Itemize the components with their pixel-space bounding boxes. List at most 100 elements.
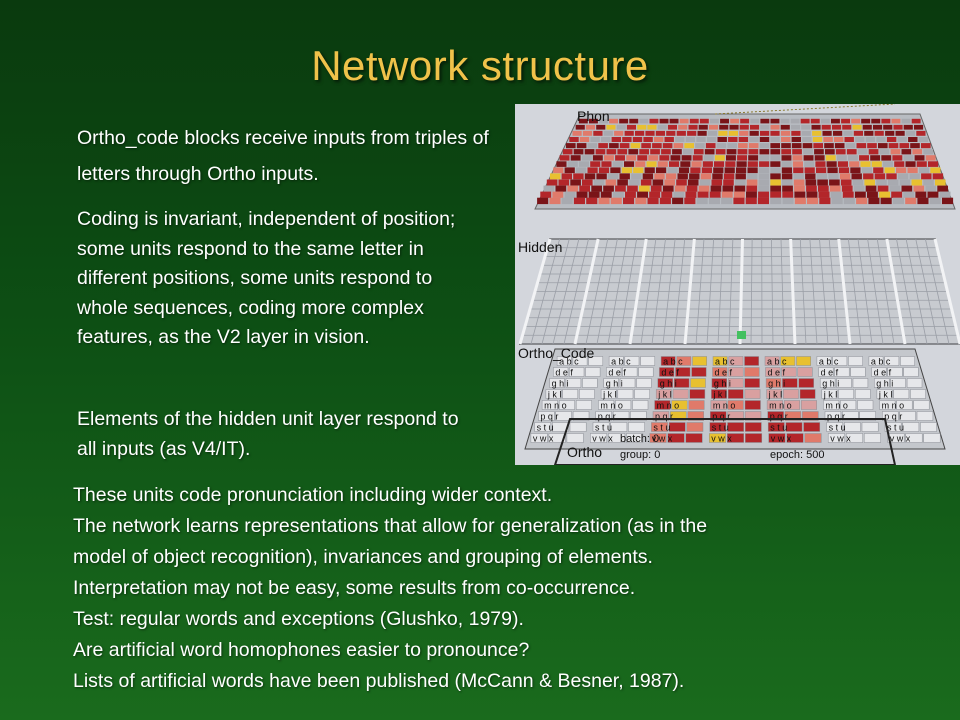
- ortho-code-unit: [899, 411, 916, 421]
- ortho-code-unit: [832, 356, 848, 366]
- phon-unit: [760, 124, 770, 130]
- phon-unit: [552, 191, 564, 198]
- phon-unit: [856, 197, 868, 205]
- hidden-grid-line: [847, 238, 862, 345]
- phon-unit: [914, 155, 925, 161]
- ortho-code-unit: [803, 422, 821, 432]
- hidden-grid-line: [924, 238, 950, 345]
- ortho-letter-label: g h i: [606, 379, 623, 389]
- ortho-code-unit: [827, 433, 845, 443]
- phon-unit: [596, 124, 606, 130]
- phon-unit: [882, 161, 893, 167]
- ortho-code-unit: [592, 422, 610, 432]
- phon-unit: [600, 191, 612, 198]
- ortho-code-unit: [654, 400, 671, 410]
- phon-unit: [595, 149, 606, 155]
- hidden-grid-line: [905, 238, 928, 345]
- phon-unit: [818, 185, 829, 192]
- ortho-code-unit: [562, 389, 579, 399]
- bottom-line: These units code pronunciation including…: [73, 484, 553, 506]
- phon-unit: [770, 179, 781, 186]
- phon-unit: [748, 155, 759, 161]
- phon-unit: [576, 167, 587, 174]
- ortho-code-unit: [712, 367, 728, 377]
- hidden-grid-line: [585, 238, 609, 345]
- ortho-letter-label: d e f: [821, 368, 839, 378]
- ortho-code-unit: [834, 367, 850, 377]
- phon-unit: [857, 149, 868, 155]
- ortho-code-unit: [556, 356, 572, 366]
- phon-unit: [643, 137, 653, 142]
- ortho-code-unit: [874, 378, 890, 388]
- phon-unit: [567, 185, 579, 192]
- phon-unit: [849, 161, 860, 167]
- phon-unit: [855, 137, 865, 142]
- phon-unit: [684, 197, 696, 205]
- ortho-code-unit: [569, 422, 587, 432]
- hidden-grid-line: [695, 238, 705, 345]
- ortho-code-unit: [572, 411, 590, 421]
- phon-unit: [911, 118, 921, 124]
- phon-unit: [770, 149, 781, 155]
- phon-unit: [873, 124, 883, 130]
- phon-unit: [689, 118, 699, 124]
- phon-unit: [820, 118, 830, 124]
- ortho-code-unit: [610, 422, 628, 432]
- paragraph-coding: Coding is invariant, independent of posi…: [77, 208, 456, 348]
- phon-unit: [899, 179, 911, 186]
- phon-unit: [802, 137, 812, 142]
- ortho-letter-label: a b c: [611, 357, 631, 367]
- ortho-code-unit: [797, 367, 813, 377]
- phon-unit: [851, 118, 861, 124]
- phon-unit: [567, 161, 578, 167]
- ortho-code-unit: [673, 378, 690, 388]
- ortho-code-unit: [857, 400, 874, 410]
- ortho-letter-label: d e f: [874, 368, 892, 378]
- hidden-grid-line: [738, 238, 744, 345]
- phon-unit: [911, 179, 923, 186]
- phon-unit: [553, 167, 564, 174]
- phon-unit: [576, 143, 587, 149]
- ortho-code-unit: [727, 422, 744, 432]
- phon-unit: [781, 167, 792, 174]
- phon-unit: [661, 149, 671, 155]
- ortho-code-unit: [836, 378, 852, 388]
- phon-unit: [746, 185, 758, 192]
- phon-unit: [867, 191, 878, 198]
- ortho-code-unit: [823, 400, 840, 410]
- ortho-code-unit: [861, 422, 879, 432]
- phon-unit: [610, 197, 622, 205]
- phon-unit: [863, 173, 874, 180]
- phon-unit: [599, 118, 608, 124]
- phon-unit: [733, 197, 745, 205]
- ortho-code-unit: [541, 400, 558, 410]
- phon-unit: [865, 185, 877, 192]
- phon-unit: [897, 137, 907, 142]
- phon-unit: [570, 155, 581, 161]
- phon-unit: [853, 185, 865, 192]
- ortho-code-unit: [821, 389, 838, 399]
- phon-unit: [750, 118, 760, 124]
- phon-unit: [662, 143, 673, 149]
- phon-unit: [569, 137, 579, 142]
- phon-unit: [540, 191, 552, 198]
- ortho-code-unit: [727, 433, 745, 443]
- phon-unit: [629, 179, 640, 186]
- epoch-label: epoch: 500: [770, 449, 824, 461]
- phon-unit: [861, 167, 872, 174]
- phon-unit: [750, 124, 760, 130]
- phon-unit: [610, 167, 621, 174]
- phon-unit: [661, 191, 673, 198]
- phon-unit: [564, 167, 575, 174]
- phon-unit: [770, 155, 781, 161]
- phon-unit: [612, 161, 623, 167]
- phon-unit: [659, 155, 670, 161]
- ortho-code-unit: [744, 422, 762, 432]
- phon-unit: [782, 197, 794, 205]
- phon-unit: [794, 197, 806, 205]
- hidden-grid-line: [770, 238, 774, 345]
- phon-unit: [846, 149, 857, 155]
- ortho-letter-label: s t u: [537, 423, 554, 433]
- phon-unit: [556, 161, 567, 167]
- ortho-code-unit: [785, 422, 803, 432]
